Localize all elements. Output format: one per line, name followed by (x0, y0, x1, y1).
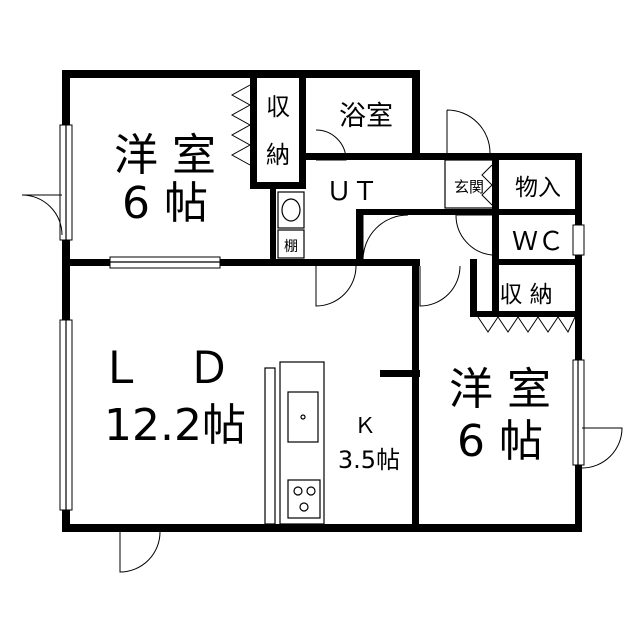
se-room-name: 洋 室 (449, 364, 551, 415)
kitchen-name: Ｋ (354, 414, 376, 439)
se-storage-label: 収 納 (499, 282, 552, 308)
doors (21, 109, 623, 573)
ld-room-name: Ｌ Ｄ (99, 343, 231, 394)
fixtures (264, 159, 494, 525)
kitchen: Ｋ 3.5帖 (338, 414, 400, 474)
bathroom-label: 浴室 (339, 101, 393, 132)
nw-storage-label-top: 収 (266, 93, 290, 121)
toilet-label: ＷＣ (512, 227, 564, 257)
utility-label: ＵＴ (326, 177, 378, 207)
se-western-room: 洋 室 6 帖 (449, 364, 551, 467)
living-dining-room: Ｌ Ｄ 12.2帖 (99, 343, 246, 451)
nw-room-name: 洋 室 (114, 130, 216, 181)
entry-closet-label: 物入 (515, 175, 561, 201)
nw-room-size: 6 帖 (122, 178, 208, 229)
nw-storage-label-bottom: 納 (266, 141, 290, 169)
kitchen-size: 3.5帖 (338, 446, 400, 474)
shelf-label: 棚 (284, 239, 298, 255)
entrance-label: 玄関 (454, 178, 484, 196)
nw-western-room: 洋 室 6 帖 (114, 130, 216, 229)
folding-doors (230, 84, 576, 334)
windows (59, 124, 585, 511)
ld-room-size: 12.2帖 (104, 400, 246, 451)
se-room-size: 6 帖 (457, 416, 543, 467)
